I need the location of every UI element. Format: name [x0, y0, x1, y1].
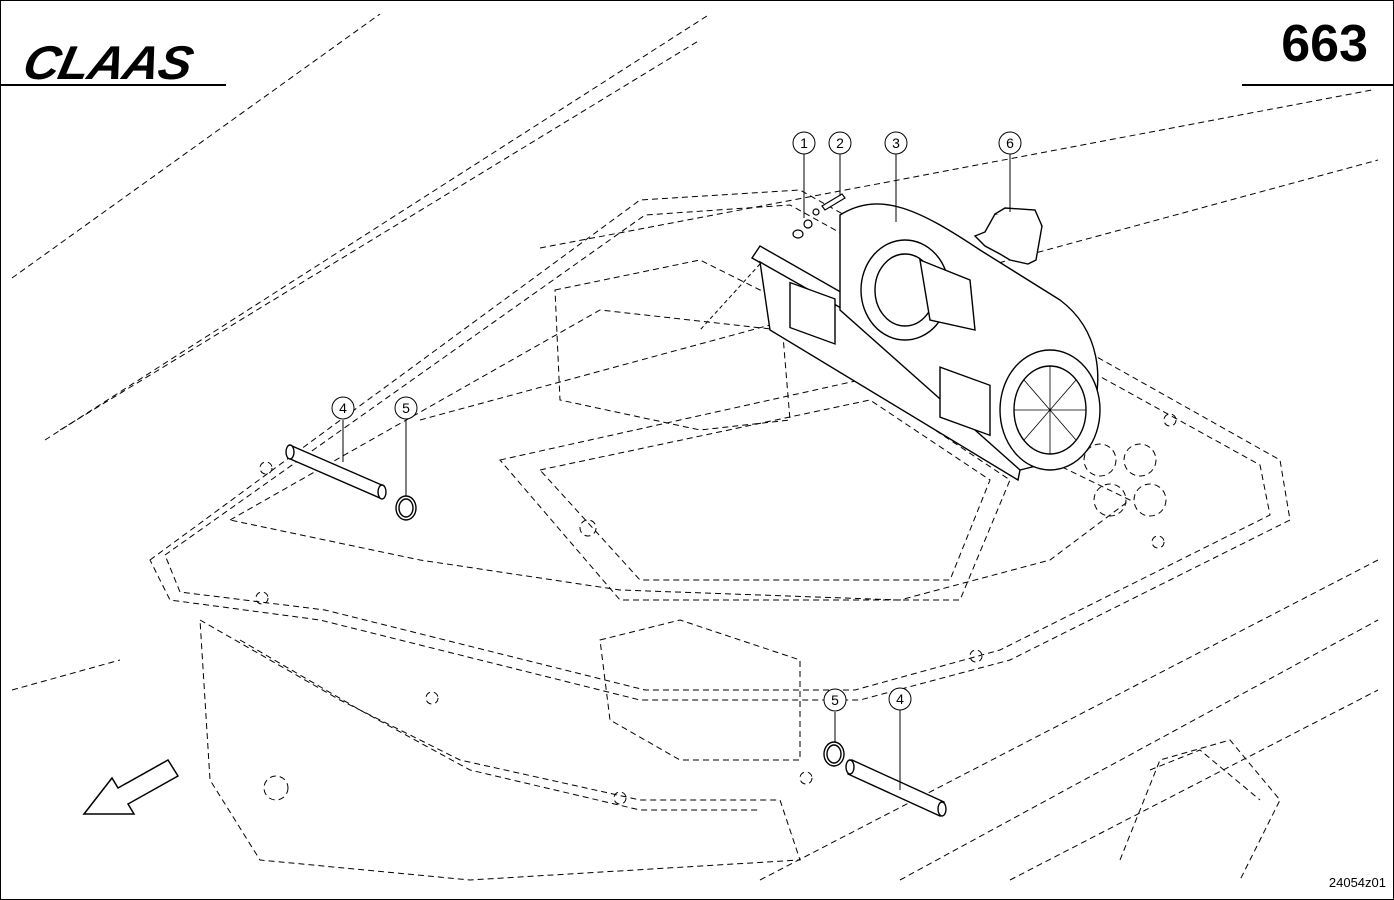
- callout-leaders: [342, 154, 1011, 790]
- callout-label: 4: [896, 691, 904, 707]
- blower-unit: [750, 203, 1101, 482]
- callout-label: 1: [800, 135, 808, 151]
- fasteners: [792, 193, 846, 239]
- driving-direction-arrow-icon: [82, 758, 180, 815]
- callout-5-right: 5: [823, 688, 847, 712]
- cab-floor-outline: [11, 13, 1379, 881]
- callout-label: 4: [339, 400, 347, 416]
- callout-6: 6: [998, 131, 1022, 155]
- resistor-module: [973, 207, 1043, 265]
- callout-label: 6: [1006, 135, 1014, 151]
- drawing-id: 24054z01: [1328, 875, 1386, 890]
- callout-5-left: 5: [394, 396, 418, 420]
- callout-4-left: 4: [331, 396, 355, 420]
- callout-label: 5: [831, 692, 839, 708]
- callout-label: 2: [836, 135, 844, 151]
- hoses-and-clamps: [285, 444, 947, 817]
- callout-1: 1: [792, 131, 816, 155]
- page-number: 663: [1281, 15, 1368, 73]
- header-rule-left: [0, 84, 226, 86]
- callout-4-right: 4: [888, 687, 912, 711]
- callout-3: 3: [884, 131, 908, 155]
- header-rule-right: [1242, 84, 1394, 86]
- callout-label: 3: [892, 135, 900, 151]
- callout-label: 5: [402, 400, 410, 416]
- callout-2: 2: [828, 131, 852, 155]
